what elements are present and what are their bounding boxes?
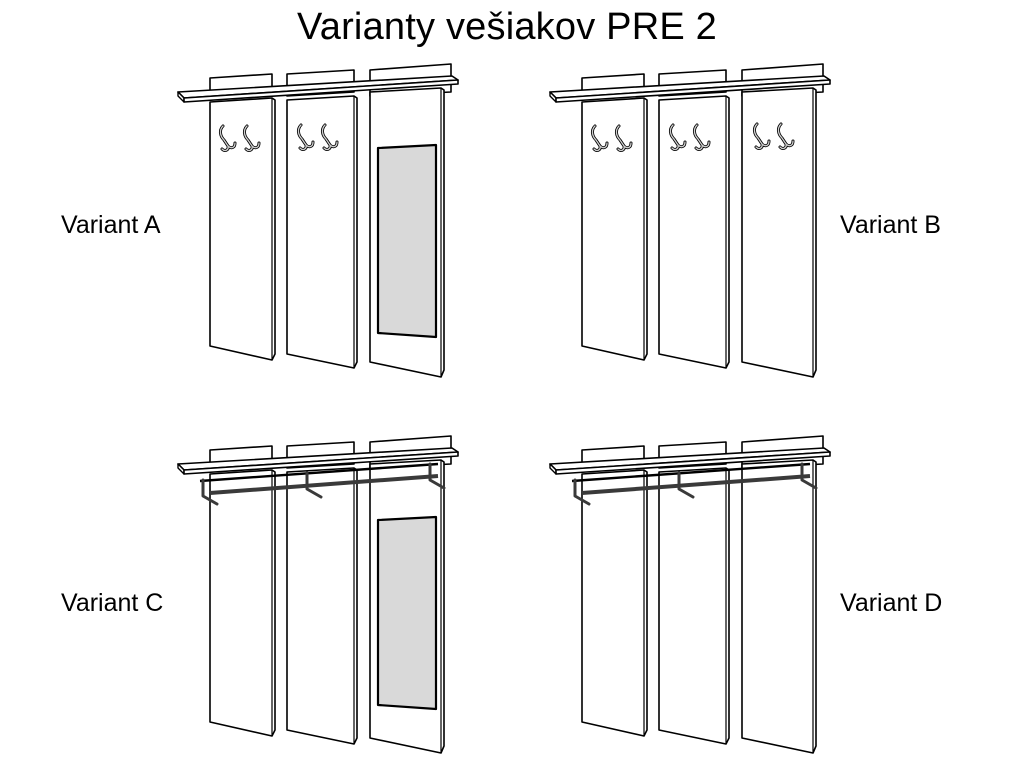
rail-bracket-3: [428, 462, 446, 490]
panel-1: [581, 469, 648, 737]
shelf-front: [183, 79, 459, 103]
rail-bracket-2: [305, 471, 323, 499]
panel-body: [209, 97, 276, 361]
hook-icon: [777, 122, 795, 150]
rail-bracket-2: [677, 471, 695, 499]
rail-front-bar: [199, 462, 439, 483]
variant-c-label: Variant C: [61, 589, 164, 617]
panel-body: [741, 459, 817, 754]
panel-3: [741, 459, 817, 754]
panel-2: [658, 95, 730, 369]
panel-body: [286, 95, 358, 369]
hook-icon: [243, 124, 261, 152]
panel-body: [658, 95, 730, 369]
variant-d-label: Variant D: [840, 589, 943, 617]
rail-bar: [209, 474, 439, 495]
shelf-front: [555, 79, 831, 103]
hook-icon: [591, 124, 609, 152]
rail-bracket-1: [201, 478, 219, 506]
shelf-front: [183, 451, 459, 475]
rail-bar: [581, 474, 811, 495]
panel-body: [658, 467, 730, 745]
panel-body: [581, 469, 648, 737]
page-title: Varianty vešiakov PRE 2: [297, 6, 717, 48]
panel-1: [209, 97, 276, 361]
panel-2: [658, 467, 730, 745]
variant-a-drawing: [177, 63, 459, 378]
rail-bracket-1: [573, 478, 591, 506]
hook-icon: [753, 122, 771, 150]
rail-front-bar: [571, 462, 811, 483]
clothes-rail: [571, 462, 818, 506]
hook-icon: [297, 123, 315, 151]
hook-icon: [669, 123, 687, 151]
variant-d-drawing: [549, 435, 831, 754]
panel-1: [209, 469, 276, 737]
panel-3: [741, 87, 817, 378]
hook-icon: [219, 124, 237, 152]
hook-icon: [321, 123, 339, 151]
clothes-rail: [199, 462, 446, 506]
panel-body: [286, 467, 358, 745]
mirror: [376, 515, 438, 711]
variant-b-label: Variant B: [840, 211, 941, 239]
variant-b-drawing: [549, 63, 831, 378]
mirror: [376, 143, 438, 339]
panel-body: [581, 97, 648, 361]
panel-2: [286, 467, 358, 745]
rail-bracket-3: [800, 462, 818, 490]
hook-icon: [693, 123, 711, 151]
panel-1: [581, 97, 648, 361]
variant-a-label: Variant A: [61, 211, 161, 239]
shelf-front: [555, 451, 831, 475]
panel-2: [286, 95, 358, 369]
panel-body: [209, 469, 276, 737]
variant-c-drawing: [177, 435, 459, 754]
hook-icon: [615, 124, 633, 152]
